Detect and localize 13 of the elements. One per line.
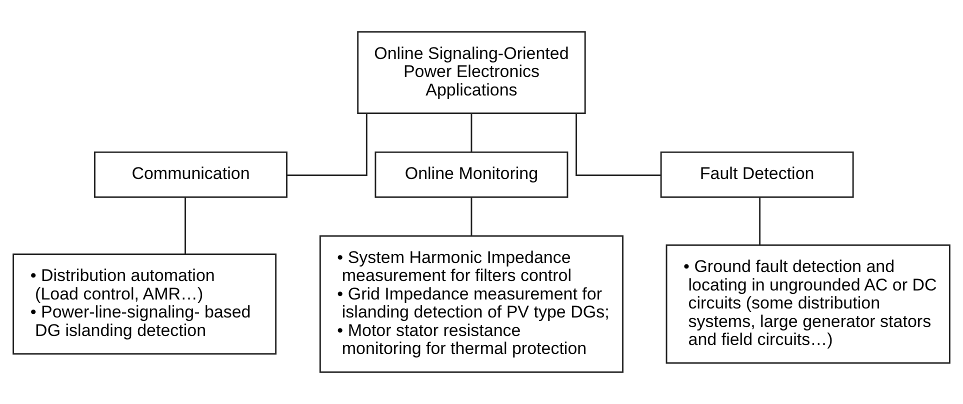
connector <box>470 197 472 236</box>
connector <box>759 197 761 246</box>
connector <box>470 114 472 152</box>
node-box: • Distribution automation (Load control, AMR…) • Power-line-signaling- based DG islanding detection <box>12 254 277 355</box>
node-box: Online Monitoring <box>374 151 568 198</box>
node-box: Fault Detection <box>660 151 854 198</box>
node-box: • System Harmonic Impedance measurement for filters control • Grid Impedance measurement for islanding detection of PV type DGs; • Motor stator resistance monitoring for thermal protection <box>319 235 624 373</box>
connector <box>576 114 661 176</box>
connector <box>184 197 186 254</box>
node-box: • Ground fault detection and locating in ungrounded AC or DC circuits (some distribution systems, large generator stators and field circuits…) <box>666 244 950 364</box>
node-box: Communication <box>94 151 288 198</box>
connector <box>286 114 368 176</box>
node-box: Online Signaling-Oriented Power Electronics Applications <box>357 31 586 114</box>
